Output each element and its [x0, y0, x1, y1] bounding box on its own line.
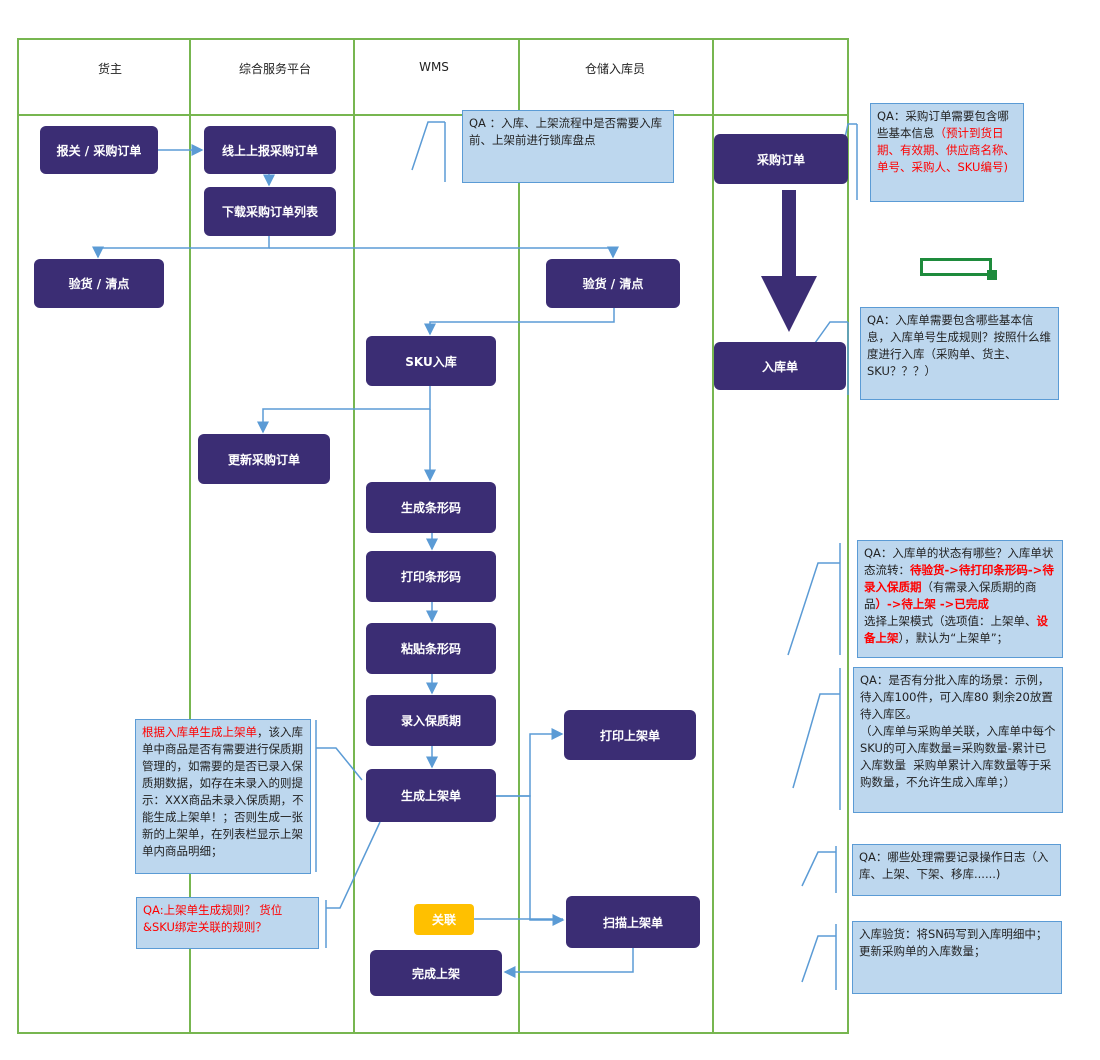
node-gen-shelf-order: 生成上架单 — [366, 769, 496, 822]
note-qa-inbound-info: QA：入库单需要包含哪些基本信息，入库单号生成规则？按照什么维度进行入库（采购单… — [860, 307, 1059, 400]
green-resize-handle — [987, 270, 997, 280]
note-qa-status-text: 选择上架模式（选项值：上架单、 — [864, 614, 1037, 628]
note-qa-status-flow: 设备上架 — [864, 614, 1048, 645]
lane-title-wms: WMS — [419, 60, 449, 74]
note-shelf-rule-red: 根据入库单生成上架单 — [142, 725, 257, 739]
node-inspect-left: 验货 / 清点 — [34, 259, 164, 308]
note-qa-status-text: ），默认为“上架单”； — [898, 631, 1009, 645]
node-sku-inbound: SKU入库 — [366, 336, 496, 386]
node-paste-barcode: 粘贴条形码 — [366, 623, 496, 674]
green-placeholder-shape — [920, 258, 992, 276]
link-tag: 关联 — [414, 904, 474, 935]
lane-header-separator — [17, 114, 849, 116]
note-inbound-check: 入库验货：将SN码写到入库明细中；更新采购单的入库数量； — [852, 921, 1062, 994]
lane-divider — [189, 38, 191, 1034]
node-purchase-order: 采购订单 — [714, 134, 848, 184]
note-qa-batch: QA：是否有分批入库的场景：示例，待入库100件，可入库80 剩余20放置待入库… — [853, 667, 1063, 813]
note-qa-status-text: （有需录入保质期的商品 — [864, 580, 1037, 611]
lane-title-owner: 货主 — [97, 62, 122, 76]
lane-divider — [518, 38, 520, 1034]
node-inbound-order: 入库单 — [714, 342, 846, 390]
note-qa-po-info-red: （预计到货日期、有效期、供应商名称、单号、采购人、SKU编号) — [877, 126, 1015, 174]
note-qa-status: QA：入库单的状态有哪些？入库单状态流转：待验货->待打印条形码->待录入保质期… — [857, 540, 1063, 658]
note-qa-log: QA：哪些处理需要记录操作日志（入库、上架、下架、移库......) — [852, 844, 1061, 896]
note-qa-status-text: QA：入库单的状态有哪些？入库单状态流转： — [864, 546, 1054, 577]
note-qa-status-flow: 待验货->待打印条形码->待录入保质期 — [864, 563, 1054, 594]
node-update-po: 更新采购订单 — [198, 434, 330, 484]
lane-divider — [353, 38, 355, 1034]
note-shelf-rule: 根据入库单生成上架单，该入库单中商品是否有需要进行保质期管理的，如需要的是否已录… — [135, 719, 311, 874]
node-inspect-right: 验货 / 清点 — [546, 259, 680, 308]
node-print-barcode: 打印条形码 — [366, 551, 496, 602]
lane-title-clerk: 仓储入库员 — [584, 62, 645, 76]
node-enter-shelf-life: 录入保质期 — [366, 695, 496, 746]
lane-divider — [712, 38, 714, 1034]
node-download-po-list: 下载采购订单列表 — [204, 187, 336, 236]
node-customs-po: 报关 / 采购订单 — [40, 126, 158, 174]
note-qa-shelf-binding: QA:上架单生成规则？ 货位&SKU绑定关联的规则？ — [136, 897, 319, 949]
note-shelf-rule-text: ，该入库单中商品是否有需要进行保质期管理的，如需要的是否已录入保质期数据，如存在… — [142, 725, 304, 858]
node-gen-barcode: 生成条形码 — [366, 482, 496, 533]
node-scan-shelf-order: 扫描上架单 — [566, 896, 700, 948]
note-qa-po-info: QA：采购订单需要包含哪些基本信息（预计到货日期、有效期、供应商名称、单号、采购… — [870, 103, 1024, 202]
note-qa-lock-inventory: QA ：入库、上架流程中是否需要入库前、上架前进行锁库盘点 — [462, 110, 674, 183]
node-finish-shelf: 完成上架 — [370, 950, 502, 996]
lane-title-platform: 综合服务平台 — [238, 62, 311, 76]
node-online-po: 线上上报采购订单 — [204, 126, 336, 174]
node-print-shelf-order: 打印上架单 — [564, 710, 696, 760]
note-qa-po-info-text: QA：采购订单需要包含哪些基本信息 — [877, 109, 1009, 140]
note-qa-status-flow: ）->待上架 ->已完成 — [875, 597, 989, 611]
swimlane-frame — [17, 38, 849, 1034]
